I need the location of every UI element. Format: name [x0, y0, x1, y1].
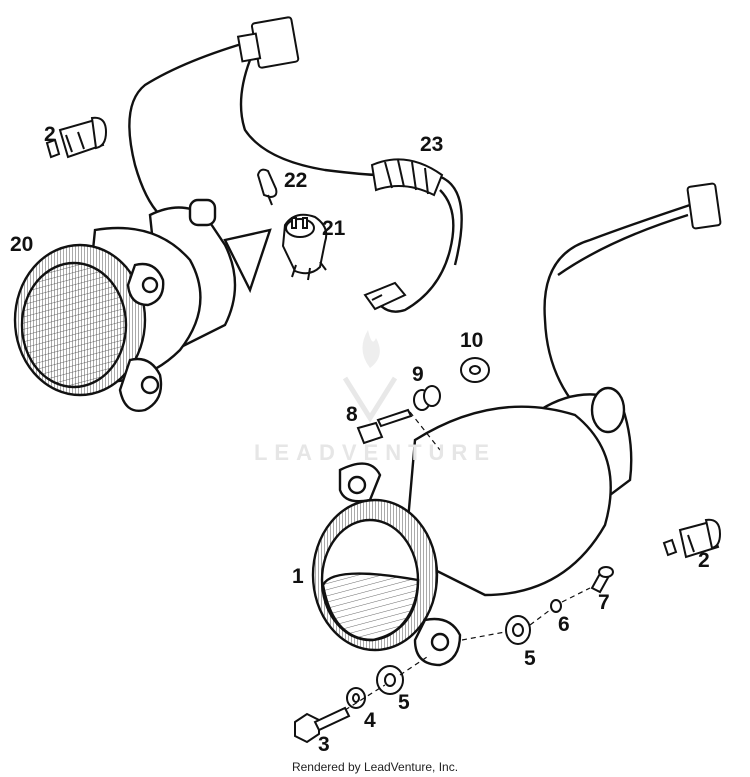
connector-top [236, 16, 300, 69]
socket-21 [281, 213, 328, 281]
bulb-22 [256, 168, 278, 206]
callout-4: 4 [364, 709, 376, 732]
callout-9: 9 [412, 363, 424, 386]
callout-22: 22 [284, 169, 308, 192]
callout-20: 20 [10, 233, 34, 256]
bulb-right [662, 518, 722, 559]
callout-1: 1 [292, 565, 304, 588]
callout-7: 7 [598, 591, 610, 614]
callout-10: 10 [460, 329, 484, 352]
wiring-harness [128, 38, 463, 313]
callout-23: 23 [420, 133, 444, 156]
callout-21: 21 [322, 217, 346, 240]
watermark-logo [342, 330, 398, 423]
footer-credit: Rendered by LeadVenture, Inc. [291, 760, 459, 774]
bulb-left [45, 116, 108, 159]
lamp-right [311, 386, 633, 667]
harness-grommet [370, 158, 444, 197]
lamp-left [13, 198, 272, 412]
callout-3: 3 [318, 733, 330, 756]
connector-end [363, 281, 407, 311]
lamp-right-cable [543, 203, 691, 406]
callout-6: 6 [558, 613, 570, 636]
watermark-text: LEADVENTURE [253, 440, 496, 465]
callout-5-lower: 5 [398, 691, 410, 714]
callout-5-right: 5 [524, 647, 536, 670]
assembly-lines [344, 411, 591, 711]
callout-2-left: 2 [44, 123, 56, 146]
callout-2-right: 2 [698, 549, 710, 572]
callout-8: 8 [346, 403, 358, 426]
hardware-parts [294, 357, 614, 744]
connector-right [686, 182, 722, 230]
